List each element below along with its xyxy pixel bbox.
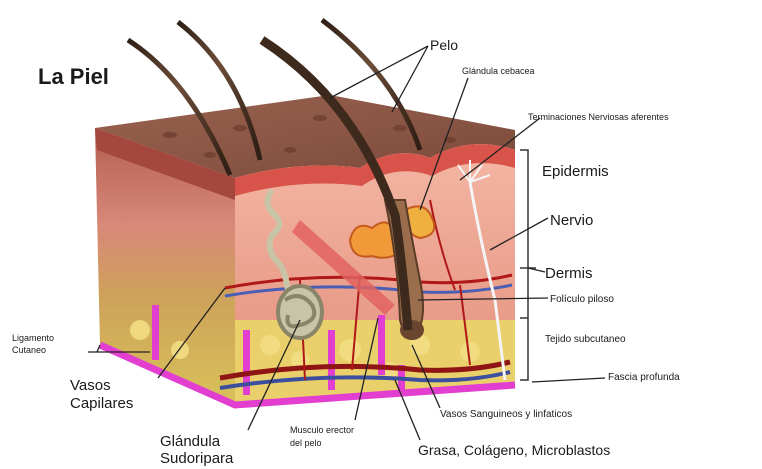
label-vasos-sanguineos: Vasos Sanguineos y linfaticos: [440, 409, 572, 420]
label-foliculo: Folículo piloso: [550, 294, 614, 305]
label-terminaciones: Terminaciones Nerviosas aferentes: [528, 112, 669, 122]
label-tejido: Tejido subcutaneo: [545, 334, 626, 345]
layer-brackets: [520, 150, 536, 380]
label-fascia: Fascia profunda: [608, 372, 680, 383]
label-glandula-sud-1: Glándula: [160, 433, 221, 450]
label-glandula-sud-2: Sudoripara: [160, 450, 234, 467]
label-epidermis: Epidermis: [542, 163, 609, 180]
label-dermis: Dermis: [545, 265, 593, 282]
label-musculo-1: Musculo erector: [290, 425, 354, 435]
diagram-title: La Piel: [38, 64, 109, 89]
label-ligamento-1: Ligamento: [12, 333, 54, 343]
label-musculo-2: del pelo: [290, 438, 322, 448]
label-pelo: Pelo: [430, 37, 458, 53]
sweat-gland-coil: [278, 286, 322, 338]
label-nervio: Nervio: [550, 212, 593, 229]
label-grasa: Grasa, Colágeno, Microblastos: [418, 442, 610, 458]
label-vasos-cap-1: Vasos: [70, 377, 111, 394]
label-ligamento-2: Cutaneo: [12, 345, 46, 355]
label-glandula-sebacea: Glándula cebacea: [462, 66, 535, 76]
label-vasos-cap-2: Capilares: [70, 395, 133, 412]
